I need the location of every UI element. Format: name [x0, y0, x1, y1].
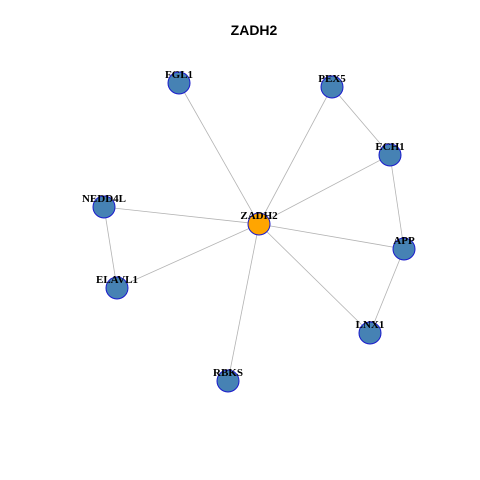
node-ech1: ECH1 [375, 141, 405, 167]
node-app: APP [392, 235, 416, 261]
edge-zadh2-elavl1 [116, 223, 260, 289]
node-label-app: APP [393, 235, 415, 247]
node-pex5: PEX5 [318, 73, 346, 99]
node-rbks: RBKS [213, 367, 243, 393]
node-zadh2: ZADH2 [240, 210, 278, 236]
node-circle-pex5 [320, 75, 344, 99]
edge-zadh2-rbks [227, 223, 260, 382]
edges-layer [103, 82, 405, 382]
node-label-lnx1: LNX1 [356, 319, 385, 331]
node-lnx1: LNX1 [356, 319, 385, 345]
edge-zadh2-lnx1 [258, 223, 371, 334]
node-label-nedd4l: NEDD4L [82, 193, 126, 205]
edge-zadh2-fgl1 [178, 82, 260, 225]
node-elavl1: ELAVL1 [96, 274, 138, 300]
edge-ech1-app [389, 154, 405, 250]
edge-zadh2-nedd4l [103, 206, 260, 225]
node-fgl1: FGL1 [165, 69, 193, 95]
edge-zadh2-ech1 [258, 154, 391, 225]
node-circle-elavl1 [105, 276, 129, 300]
node-circle-fgl1 [167, 71, 191, 95]
edge-app-lnx1 [369, 248, 405, 334]
edge-zadh2-pex5 [258, 86, 333, 225]
node-circle-ech1 [378, 143, 402, 167]
node-label-zadh2: ZADH2 [240, 210, 278, 222]
node-circle-app [392, 237, 416, 261]
node-label-elavl1: ELAVL1 [96, 274, 138, 286]
node-circle-nedd4l [92, 195, 116, 219]
node-circle-lnx1 [358, 321, 382, 345]
node-nedd4l: NEDD4L [82, 193, 126, 219]
node-label-pex5: PEX5 [318, 73, 346, 85]
edge-zadh2-app [258, 223, 405, 250]
edge-nedd4l-elavl1 [103, 206, 118, 289]
edge-pex5-ech1 [331, 86, 391, 156]
node-label-ech1: ECH1 [375, 141, 404, 153]
node-circle-rbks [216, 369, 240, 393]
node-circle-zadh2 [247, 212, 271, 236]
node-label-fgl1: FGL1 [165, 69, 193, 81]
diagram-title: ZADH2 [231, 22, 278, 38]
node-label-rbks: RBKS [213, 367, 243, 379]
